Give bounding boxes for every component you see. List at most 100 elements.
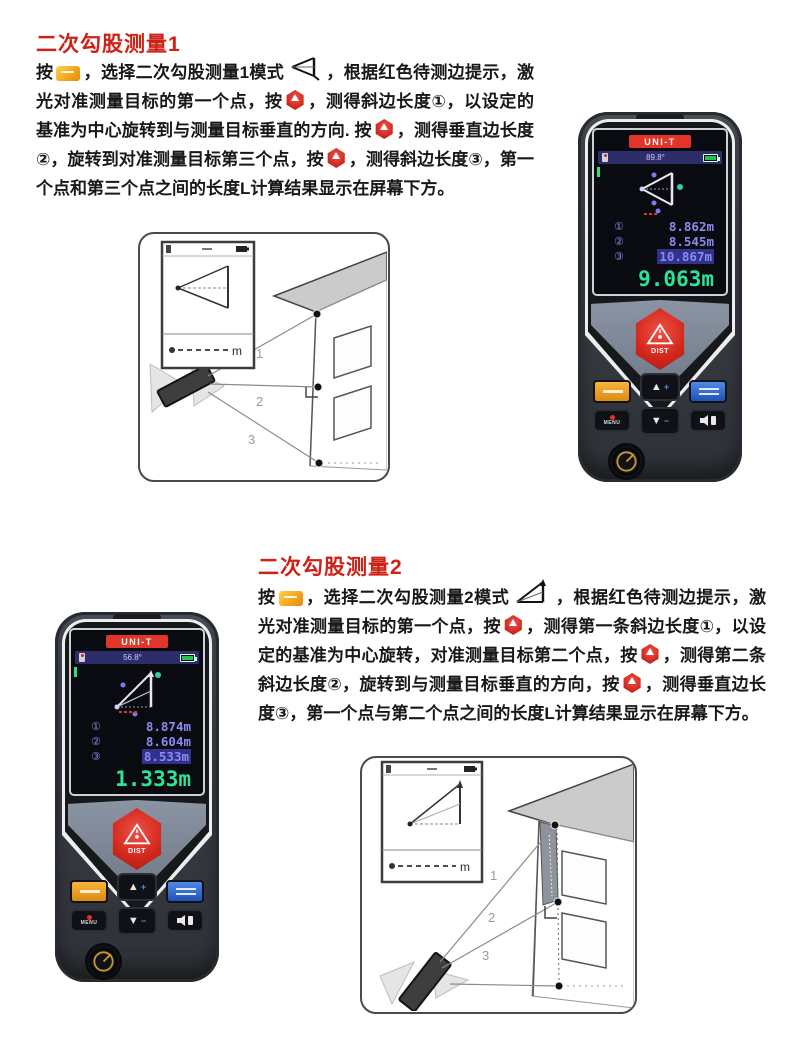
row1-value: 8.874m — [145, 719, 191, 734]
angle-readout: 56.8° — [123, 653, 142, 662]
measurement-row-1: ① 8.874m — [71, 719, 203, 734]
row3-index: ③ — [614, 250, 624, 263]
dist-key-icon — [375, 119, 393, 139]
row2-value: 8.604m — [145, 734, 191, 749]
dist-key-icon — [641, 644, 659, 664]
result-readout: 9.063m — [638, 267, 714, 291]
s1-text-4: ，测得斜边长度①，以设定的基准为中心旋转到与测量目标垂直的方向. 按 — [36, 92, 534, 140]
right-angle-mark — [544, 906, 557, 919]
measurement-row-2: ② 8.604m — [71, 734, 203, 749]
s2-text-3: ，根据红色待测边提示，激光对准测量目标的第一个点，按 — [258, 588, 767, 636]
device-top-nub — [636, 114, 684, 123]
uni-t-logo: UNI-T — [629, 135, 691, 148]
measurement-row-3: ③ 10.867m — [594, 249, 726, 264]
menu-button-label: MENU — [80, 920, 98, 926]
s1-text-5: ，测得垂直边长度②，旋转到对准测量目标第三个点，按 — [36, 121, 535, 169]
blue-function-button — [689, 380, 727, 403]
menu-button-label: MENU — [603, 420, 621, 426]
speaker-icon — [700, 415, 716, 426]
s1-text-2: ，选择二次勾股测量1模式 — [83, 63, 285, 82]
dial-gauge-icon — [89, 947, 118, 976]
meter-device-drawing — [149, 363, 225, 414]
s2-text-1: 按 — [258, 588, 276, 607]
device-status-icon — [79, 653, 85, 662]
vertical-dotted-line — [556, 827, 560, 985]
diagram-pythagoras-1: 1 2 3 m — [138, 232, 390, 482]
inset-unit-label: m — [460, 860, 470, 874]
s2-text-4: ，测得第一条斜边长度①，以设定的基准为中心旋转，对准测量目标第二个点，按 — [258, 617, 766, 665]
row2-index: ② — [614, 235, 624, 248]
diagram2-svg: 1 2 3 m — [379, 760, 634, 1011]
line2-label: 2 — [488, 910, 495, 925]
house — [506, 763, 634, 1009]
measurement-row-1: ① 8.862m — [594, 219, 726, 234]
plus-icon: + — [140, 882, 147, 892]
section1-heading: 二次勾股测量1 — [36, 33, 181, 56]
measurement-list: ① 8.862m ② 8.545m ③ 10.867m — [594, 219, 726, 264]
device-status-icon — [602, 153, 608, 162]
device-photo-2: UNI-T 56.8° ① — [55, 612, 219, 982]
measurement-row-2: ② 8.545m — [594, 234, 726, 249]
s1-text-6: ，测得斜边长度③，第一个点和第三个点之间的长度L计算结果显示在屏幕下方。 — [36, 150, 534, 198]
target-points — [550, 820, 564, 991]
window-upper — [561, 850, 607, 905]
line3-label: 3 — [248, 432, 255, 447]
s2-text-6: ，测得垂直边长度③，第一个点与第二个点之间的长度L计算结果显示在屏幕下方。 — [258, 675, 766, 723]
screen-status-bar: 89.8° — [598, 151, 722, 164]
line1-label: 1 — [490, 868, 497, 883]
rotary-dial — [85, 943, 122, 980]
s1-text-3: ，根据红色待测边提示，激光对准测量目标的第一个点，按 — [36, 63, 534, 111]
down-arrow-icon: ▼ — [650, 414, 662, 427]
battery-icon — [703, 153, 720, 162]
uni-t-logo: UNI-T — [106, 635, 168, 648]
measured-edge-strip — [539, 821, 559, 906]
dist-button: DIST — [635, 308, 685, 370]
pythagoras2-mode1-icon — [287, 55, 323, 81]
inset-unit-label: m — [232, 344, 242, 358]
s1-text-1: 按 — [36, 63, 54, 82]
line3-label: 3 — [482, 948, 489, 963]
section1-paragraph: 按，选择二次勾股测量1模式，根据红色待测边提示，激光对准测量目标的第一个点，按，… — [36, 55, 534, 203]
diagram-pythagoras-2: 1 2 3 m — [360, 756, 637, 1014]
voice-button — [166, 909, 204, 932]
row2-value: 8.545m — [668, 234, 714, 249]
dist-button-label: DIST — [128, 848, 146, 855]
angle-readout: 89.8° — [646, 153, 665, 162]
laser-warning-icon — [123, 823, 151, 845]
row2-index: ② — [91, 735, 101, 748]
laser-dot-icon — [86, 915, 92, 920]
rotary-dial — [608, 443, 645, 480]
inset-screen: m — [160, 240, 256, 370]
mode2-screen-icon — [114, 670, 161, 717]
voice-button — [689, 409, 727, 432]
dist-button-label: DIST — [651, 348, 669, 355]
dist-key-icon — [623, 673, 641, 693]
row1-index: ① — [91, 720, 101, 733]
diagram1-svg: 1 2 3 m — [149, 240, 387, 471]
orange-function-button — [593, 380, 631, 403]
result-readout: 1.333m — [115, 767, 191, 791]
row3-index: ③ — [91, 750, 101, 763]
right-angle-mark — [305, 387, 318, 398]
dial-gauge-icon — [612, 447, 641, 476]
window-lower — [333, 384, 372, 442]
laser-warning-icon — [646, 323, 674, 345]
measurement-list: ① 8.874m ② 8.604m ③ 8.533m — [71, 719, 203, 764]
row1-index: ① — [614, 220, 624, 233]
dist-key-icon — [286, 90, 304, 110]
section2-paragraph: 按，选择二次勾股测量2模式，根据红色待测边提示，激光对准测量目标的第一个点，按，… — [258, 578, 766, 728]
up-arrow-icon: ▲ — [127, 880, 139, 893]
device-photo-1: UNI-T 89.8° ① — [578, 112, 742, 482]
down-arrow-button: ▼− — [117, 907, 157, 935]
orange-function-button — [70, 880, 108, 903]
measurement-row-3: ③ 8.533m — [71, 749, 203, 764]
menu-button: MENU — [70, 909, 108, 932]
row1-value: 8.862m — [668, 219, 714, 234]
menu-key-icon — [56, 66, 81, 81]
down-arrow-button: ▼− — [640, 407, 680, 435]
down-arrow-icon: ▼ — [127, 914, 139, 927]
mode1-screen-icon — [639, 172, 683, 215]
row3-value: 10.867m — [657, 249, 714, 264]
laser-dot-icon — [609, 415, 615, 420]
